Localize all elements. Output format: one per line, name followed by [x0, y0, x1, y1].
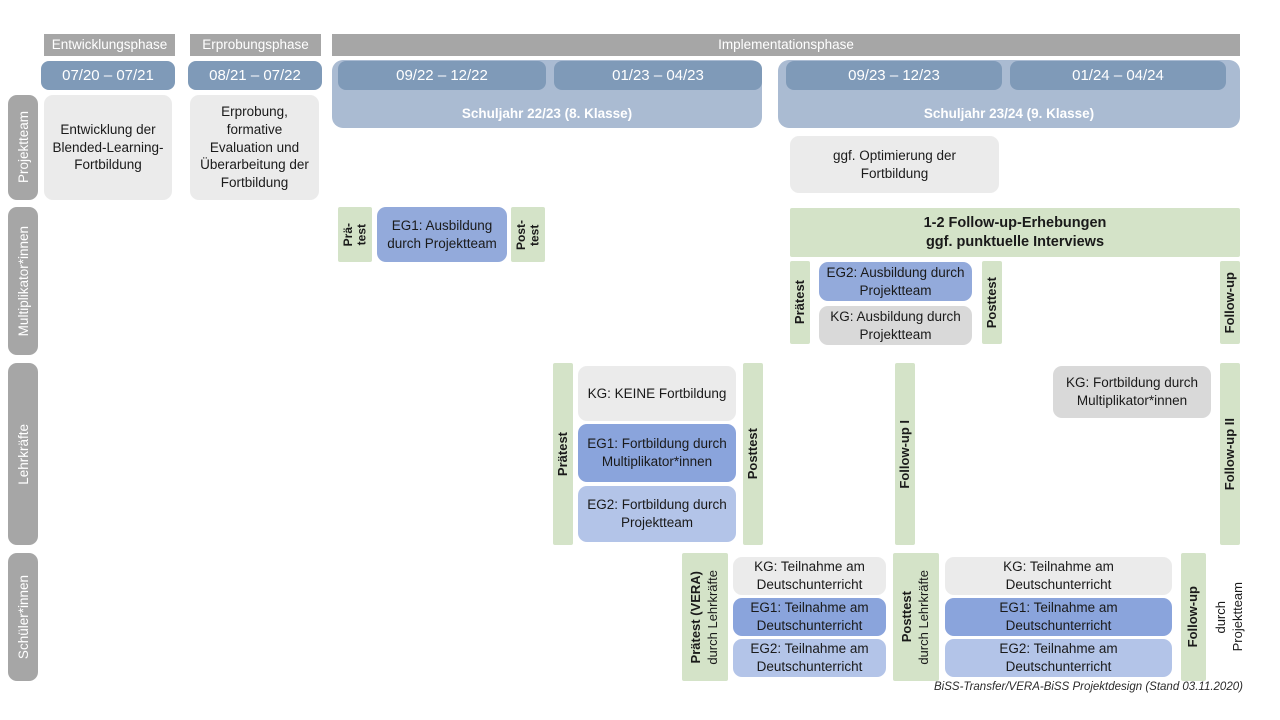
card-text: EG1: Teilnahme am Deutschunterricht	[999, 600, 1118, 633]
card-eg1-teilnahme-deutschunterricht-right: EG1: Teilnahme am Deutschunterricht	[945, 598, 1172, 636]
card-text: KG: Teilnahme am Deutschunterricht	[754, 559, 865, 592]
period-chip-0123-0423: 01/23 – 04/23	[554, 61, 762, 90]
card-eg2-fortbildung-projektteam: EG2: Fortbildung durch Projektteam	[578, 486, 736, 542]
green-bar-posttest-multiplikator-1: Post- test	[511, 207, 545, 262]
card-optimierung-fortbildung: ggf. Optimierung der Fortbildung	[790, 136, 999, 193]
card-kg-teilnahme-deutschunterricht-right: KG: Teilnahme am Deutschunterricht	[945, 557, 1172, 595]
followup-sub-projektteam: Projektteam	[1230, 582, 1245, 652]
green-bar-label-main: Prätest (VERA)	[688, 570, 704, 664]
card-text: KG: Fortbildung durch Multiplikator*inne…	[1065, 375, 1199, 408]
green-bar-followup-2-lehrkraefte: Follow-up II	[1220, 363, 1240, 545]
card-text: KG: Teilnahme am Deutschunterricht	[1003, 559, 1114, 592]
phase-header-erprobungsphase: Erprobungsphase	[190, 34, 321, 56]
green-bar-praetest-vera-schueler: Prätest (VERA) durch Lehrkräfte	[682, 553, 728, 681]
card-text: EG2: Teilnahme am Deutschunterricht	[999, 641, 1118, 674]
school-year-label: Schuljahr 22/23 (8. Klasse)	[461, 106, 633, 121]
phase-label: Implementationsphase	[718, 37, 854, 53]
green-bar-label: Post- test	[513, 219, 541, 250]
phase-label: Entwicklungsphase	[51, 37, 168, 53]
phase-label: Erprobungsphase	[202, 37, 309, 53]
followup-sub-durch: durch	[1213, 600, 1229, 634]
card-eg2-ausbildung-projektteam: EG2: Ausbildung durch Projektteam	[819, 262, 972, 301]
green-bar-label: Posttest	[744, 428, 760, 480]
card-text: KG: KEINE Fortbildung	[587, 385, 727, 401]
period-label: 08/21 – 07/22	[209, 67, 301, 84]
green-bar-label: Prätest	[554, 431, 570, 477]
green-bar-posttest-multiplikator-2: Posttest	[982, 261, 1002, 344]
green-bar-followup-multiplikator: Follow-up	[1220, 261, 1240, 344]
card-text: Erprobung, formative Evaluation und Über…	[200, 103, 309, 191]
card-text: KG: Ausbildung durch Projektteam	[830, 308, 961, 342]
period-label: 09/22 – 12/22	[396, 67, 488, 84]
green-bar-praetest-multiplikator-1: Prä- test	[338, 207, 372, 262]
green-bar-praetest-multiplikator-2: Prätest	[790, 261, 810, 344]
card-text: EG1: Ausbildung durch Projektteam	[387, 217, 497, 251]
period-label: 01/23 – 04/23	[612, 67, 704, 84]
card-text: EG1: Fortbildung durch Multiplikator*inn…	[587, 436, 727, 469]
green-bar-label-main: Follow-up	[1185, 586, 1201, 648]
followup-schueler-sub-labels: durch Projektteam	[1206, 553, 1254, 681]
green-bar-label-sub: durch Lehrkräfte	[705, 569, 720, 665]
card-text: EG2: Teilnahme am Deutschunterricht	[750, 641, 869, 674]
row-label-text: Schüler*innen	[15, 574, 31, 660]
green-bar-label: Posttest	[983, 276, 999, 329]
school-year-label: Schuljahr 23/24 (9. Klasse)	[923, 106, 1095, 121]
card-text: EG2: Fortbildung durch Projektteam	[587, 497, 727, 530]
green-bar-posttest-schueler: Posttest durch Lehrkräfte	[893, 553, 939, 681]
card-kg-keine-fortbildung: KG: KEINE Fortbildung	[578, 366, 736, 421]
period-label: 09/23 – 12/23	[848, 67, 940, 84]
period-chip-0720-0721: 07/20 – 07/21	[41, 61, 175, 90]
period-chip-0923-1223: 09/23 – 12/23	[786, 61, 1002, 90]
card-eg1-fortbildung-multiplikatorinnen: EG1: Fortbildung durch Multiplikator*inn…	[578, 424, 736, 482]
green-bar-praetest-lehrkraefte: Prätest	[553, 363, 573, 545]
phase-header-entwicklungsphase: Entwicklungsphase	[44, 34, 175, 56]
card-kg-ausbildung-projektteam: KG: Ausbildung durch Projektteam	[819, 306, 972, 345]
row-label-projektteam: Projektteam	[8, 95, 38, 200]
banner-text: 1-2 Follow-up-Erhebungen ggf. punktuelle…	[923, 214, 1107, 250]
green-bar-label: Prätest	[791, 280, 807, 325]
row-label-lehrkraefte: Lehrkräfte	[8, 363, 38, 545]
phase-header-implementationsphase: Implementationsphase	[332, 34, 1240, 56]
green-bar-posttest-lehrkraefte: Posttest	[743, 363, 763, 545]
green-bar-label: Prä- test	[340, 222, 368, 247]
footer-text: BiSS-Transfer/VERA-BiSS Projektdesign (S…	[934, 681, 1243, 693]
row-label-multiplikatorinnen: Multiplikator*innen	[8, 207, 38, 355]
row-label-text: Lehrkräfte	[15, 423, 31, 485]
row-label-text: Projektteam	[15, 111, 31, 184]
row-label-schuelerinnen: Schüler*innen	[8, 553, 38, 681]
period-label: 07/20 – 07/21	[62, 67, 154, 84]
card-text: EG2: Ausbildung durch Projektteam	[826, 264, 965, 298]
period-chip-0922-1222: 09/22 – 12/22	[338, 61, 546, 90]
card-eg1-ausbildung-projektteam: EG1: Ausbildung durch Projektteam	[377, 207, 507, 262]
green-bar-label: Follow-up II	[1221, 417, 1237, 491]
period-chip-0124-0424: 01/24 – 04/24	[1010, 61, 1226, 90]
card-eg2-teilnahme-deutschunterricht-left: EG2: Teilnahme am Deutschunterricht	[733, 639, 886, 677]
green-bar-label-main: Posttest	[899, 591, 915, 643]
card-eg2-teilnahme-deutschunterricht-right: EG2: Teilnahme am Deutschunterricht	[945, 639, 1172, 677]
card-kg-fortbildung-multiplikatorinnen: KG: Fortbildung durch Multiplikator*inne…	[1053, 366, 1211, 418]
card-text: ggf. Optimierung der Fortbildung	[832, 147, 957, 181]
green-bar-label: Follow-up	[1221, 271, 1237, 334]
footer-source-note: BiSS-Transfer/VERA-BiSS Projektdesign (S…	[934, 681, 1243, 693]
row-label-text: Multiplikator*innen	[15, 225, 31, 337]
card-text: Entwicklung der Blended-Learning-Fortbil…	[52, 121, 164, 173]
period-chip-0821-0722: 08/21 – 07/22	[188, 61, 322, 90]
green-bar-label-sub: durch Lehrkräfte	[916, 569, 931, 665]
banner-followup-erhebungen: 1-2 Follow-up-Erhebungen ggf. punktuelle…	[790, 208, 1240, 257]
card-entwicklung-fortbildung: Entwicklung der Blended-Learning-Fortbil…	[44, 95, 172, 200]
card-text: EG1: Teilnahme am Deutschunterricht	[750, 600, 869, 633]
green-bar-followup-schueler: Follow-up	[1181, 553, 1206, 681]
card-eg1-teilnahme-deutschunterricht-left: EG1: Teilnahme am Deutschunterricht	[733, 598, 886, 636]
card-erprobung-evaluation: Erprobung, formative Evaluation und Über…	[190, 95, 319, 200]
period-label: 01/24 – 04/24	[1072, 67, 1164, 84]
green-bar-followup-1-lehrkraefte: Follow-up I	[895, 363, 915, 545]
card-kg-teilnahme-deutschunterricht-left: KG: Teilnahme am Deutschunterricht	[733, 557, 886, 595]
green-bar-label: Follow-up I	[896, 419, 912, 489]
